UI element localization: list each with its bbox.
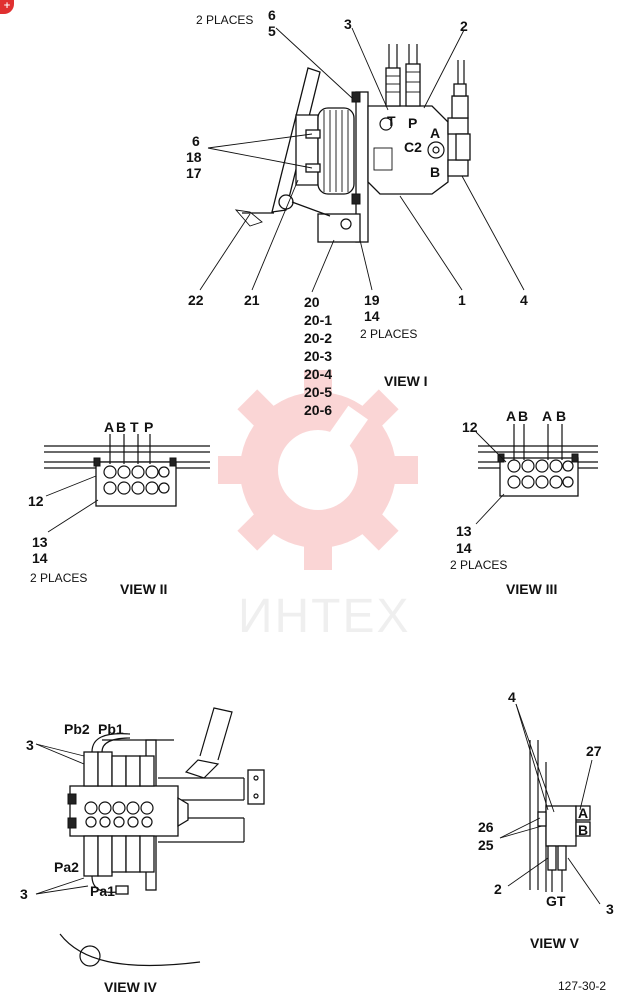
view-3: A B A B 12 13 14 2 PLACES VIEW III <box>450 408 598 597</box>
view5-port-B: B <box>578 822 588 838</box>
callout-4: 4 <box>520 292 528 308</box>
view4-title: VIEW IV <box>104 979 158 995</box>
port-T: T <box>387 113 396 129</box>
view-2: A B T P 12 13 14 2 PLACES VIEW II <box>28 419 210 597</box>
port-C2: C2 <box>404 139 422 155</box>
view4-label-pa1: Pa1 <box>90 883 115 899</box>
callout-6-left: 6 <box>192 133 200 149</box>
port-A: A <box>430 125 440 141</box>
view5-callout-26: 26 <box>478 819 494 835</box>
valve-body-1 <box>367 105 449 195</box>
callout-20-4: 20-4 <box>304 366 332 382</box>
corner-badge: + <box>0 0 14 14</box>
view3-port-B1: B <box>518 408 528 424</box>
callout-1: 1 <box>458 292 466 308</box>
view5-callout-4: 4 <box>508 689 516 705</box>
port-P: P <box>408 115 417 131</box>
view2-port-A: A <box>104 419 114 435</box>
callout-20-2: 20-2 <box>304 330 332 346</box>
watermark-gear-icon <box>218 370 418 570</box>
coil-stack <box>317 107 355 195</box>
view2-block <box>95 461 177 507</box>
callout-20-1: 20-1 <box>304 312 332 328</box>
view3-callout-12: 12 <box>462 419 478 435</box>
view5-callout-2: 2 <box>494 881 502 897</box>
view4-callout-3-top: 3 <box>26 737 34 753</box>
view4-label-pb2: Pb2 <box>64 721 90 737</box>
callout-18: 18 <box>186 149 202 165</box>
callout-20-5: 20-5 <box>304 384 332 400</box>
view5-title: VIEW V <box>530 935 580 951</box>
view2-places: 2 PLACES <box>30 571 87 585</box>
callout-20-3: 20-3 <box>304 348 332 364</box>
view4-label-pa2: Pa2 <box>54 859 79 875</box>
view3-port-A1: A <box>506 408 516 424</box>
view2-callout-13: 13 <box>32 534 48 550</box>
view3-callout-13: 13 <box>456 523 472 539</box>
callout-21: 21 <box>244 292 260 308</box>
port-B: B <box>430 164 440 180</box>
callout-17: 17 <box>186 165 202 181</box>
view2-ports-row-top <box>103 465 170 479</box>
callout-19: 19 <box>364 292 380 308</box>
view2-callout-12: 12 <box>28 493 44 509</box>
view3-title: VIEW III <box>506 581 557 597</box>
view1-places-bottom: 2 PLACES <box>360 327 417 341</box>
solenoid-20 <box>278 194 361 243</box>
view2-port-T: T <box>130 419 139 435</box>
fitting-P <box>405 44 421 107</box>
callout-6-top: 6 <box>268 7 276 23</box>
watermark-text: ИНТЕХ <box>238 590 411 643</box>
view3-ports-row-top <box>507 459 574 473</box>
drawing-number: 127-30-2 <box>558 979 606 993</box>
watermark: ИНТЕХ <box>218 370 418 643</box>
view2-port-B: B <box>116 419 126 435</box>
view2-callout-14: 14 <box>32 550 48 566</box>
view3-ports-row-bottom <box>507 475 574 489</box>
view1-title: VIEW I <box>384 373 428 389</box>
view-4: Pb2 Pb1 3 Pa2 Pa1 3 VIEW IV <box>20 707 265 995</box>
view1-places-top: 2 PLACES <box>196 13 253 27</box>
valve-stack <box>67 751 189 877</box>
view5-port-A: A <box>578 805 588 821</box>
view2-ports-row-bottom <box>103 481 170 495</box>
view2-port-P: P <box>144 419 153 435</box>
view5-callout-3: 3 <box>606 901 614 917</box>
callout-20: 20 <box>304 294 320 310</box>
callout-20-6: 20-6 <box>304 402 332 418</box>
view5-port-GT: GT <box>546 893 566 909</box>
callout-3: 3 <box>344 16 352 32</box>
view-5: 4 27 A B 26 25 2 GT 3 VIEW V <box>478 689 614 951</box>
view4-round-part <box>79 945 101 967</box>
callout-2: 2 <box>460 18 468 34</box>
view5-callout-25: 25 <box>478 837 494 853</box>
fitting-T <box>385 44 401 107</box>
callout-14: 14 <box>364 308 380 324</box>
fitting-A-B <box>447 60 471 177</box>
view3-callout-14: 14 <box>456 540 472 556</box>
view3-port-B2: B <box>556 408 566 424</box>
view5-callout-27: 27 <box>586 743 602 759</box>
view3-places: 2 PLACES <box>450 558 507 572</box>
view4-callout-3-bottom: 3 <box>20 886 28 902</box>
view4-label-pb1: Pb1 <box>98 721 124 737</box>
callout-5: 5 <box>268 23 276 39</box>
view2-title: VIEW II <box>120 581 167 597</box>
view-1: 2 PLACES 6 5 3 2 6 18 17 22 21 20 20-1 2… <box>186 7 528 418</box>
callout-22: 22 <box>188 292 204 308</box>
view5-valve <box>545 805 577 847</box>
view3-port-A2: A <box>542 408 552 424</box>
plate-21 <box>295 114 319 186</box>
